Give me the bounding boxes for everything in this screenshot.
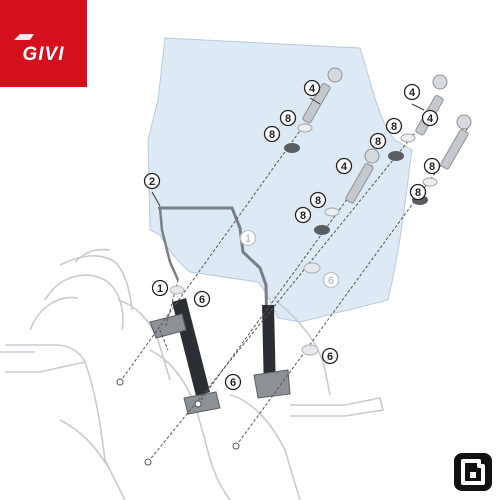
callout-c8e: 8 [309,191,327,209]
leader-lines [151,97,425,207]
callout-c4b: 4 [403,83,421,101]
callout-label: 8 [315,195,321,207]
callout-c1a: 1 [239,229,257,247]
callout-label: 4 [409,87,416,99]
callout-label: 6 [328,275,334,287]
callout-label: 1 [157,283,163,295]
callout-c2: 2 [143,172,161,190]
callout-c8b: 8 [263,125,281,143]
callout-label: 6 [199,294,205,306]
bracket-1-right [262,305,276,392]
bracket-2-left [158,207,180,281]
callout-label: 1 [245,233,251,245]
callout-label: 8 [415,187,421,199]
callout-c6a: 6 [322,271,340,289]
callout-c4d: 4 [421,109,439,127]
hardware-kit-icon [454,453,492,491]
mount-screws [116,378,240,466]
callout-c4c: 4 [335,157,353,175]
bolt-2 [415,74,448,136]
bolt-4 [440,114,472,170]
bracket-1-left [172,298,210,396]
callout-c6c: 6 [321,347,339,365]
callout-c8f: 8 [294,206,312,224]
callout-label: 4 [341,161,348,173]
callout-label: 8 [375,136,381,148]
callout-label: 6 [230,377,236,389]
callout-c8d: 8 [369,132,387,150]
callout-label: 8 [429,161,435,173]
bracket-2 [158,206,270,391]
logo-text: GIVI [22,44,65,65]
callout-c8a: 8 [279,109,297,127]
callout-c8c: 8 [385,117,403,135]
callout-c8h: 8 [409,183,427,201]
scooter-outline [0,248,384,500]
callout-c8g: 8 [423,157,441,175]
callout-c6b: 6 [193,290,211,308]
givi-logo [0,0,87,87]
mount-plate-right [253,369,291,399]
callout-label: 2 [149,176,155,188]
callout-label: 8 [391,121,397,133]
callout-c4a: 4 [303,79,321,97]
callout-label: 6 [327,351,333,363]
callout-c6d: 6 [224,373,242,391]
callout-c1b: 1 [151,279,169,297]
bolt-1 [302,67,343,124]
mount-plate-left [149,313,187,339]
callout-label: 4 [309,83,316,95]
callout-label: 8 [285,113,291,125]
callout-label: 4 [427,113,434,125]
callout-label: 8 [269,129,275,141]
callout-label: 8 [300,210,306,222]
bolt-3 [345,148,380,204]
windscreen [147,37,413,323]
